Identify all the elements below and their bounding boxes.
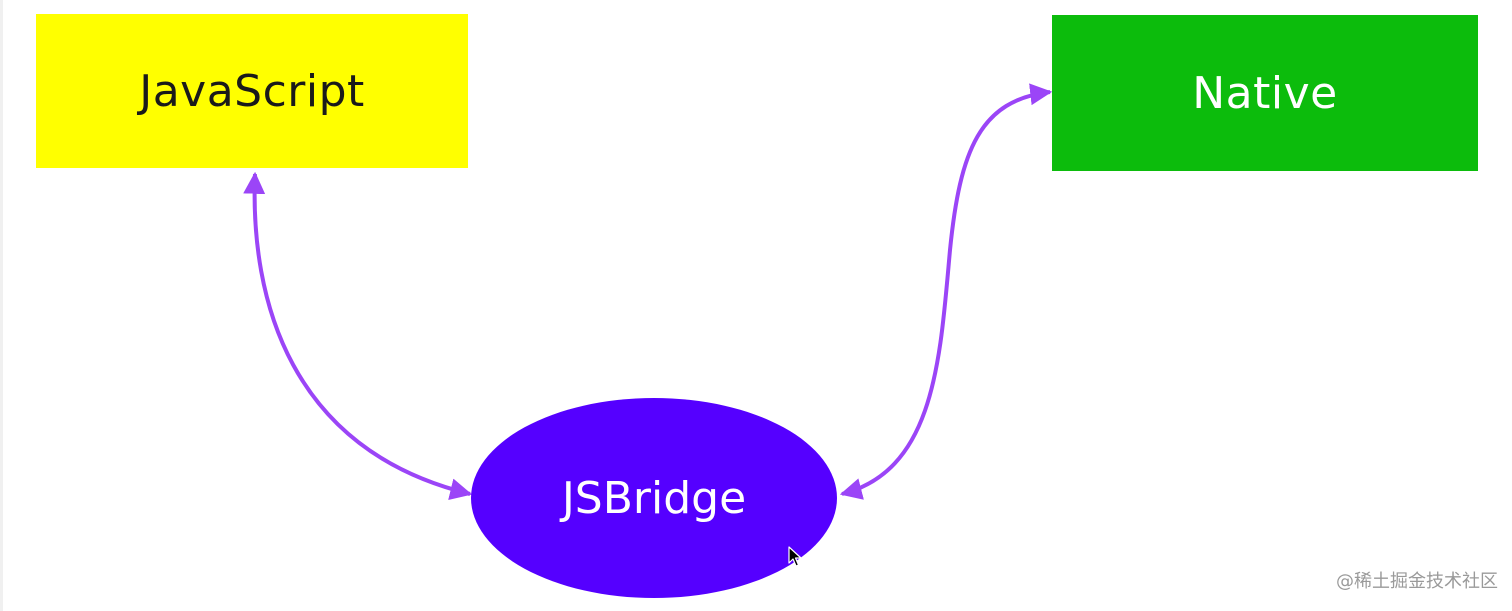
javascript-node: JavaScript	[36, 14, 468, 168]
native-node-label: Native	[1192, 67, 1338, 119]
jsbridge-node-label: JSBridge	[561, 472, 747, 524]
javascript-node-label: JavaScript	[139, 65, 365, 117]
edge-native-jsbridge	[839, 83, 1053, 500]
mouse-pointer-icon	[788, 546, 802, 567]
native-node: Native	[1052, 15, 1478, 171]
edge-javascript-jsbridge	[243, 171, 473, 500]
watermark: @稀土掘金技术社区	[1336, 571, 1498, 592]
left-edge-strip	[0, 0, 3, 611]
jsbridge-node: JSBridge	[471, 398, 837, 598]
